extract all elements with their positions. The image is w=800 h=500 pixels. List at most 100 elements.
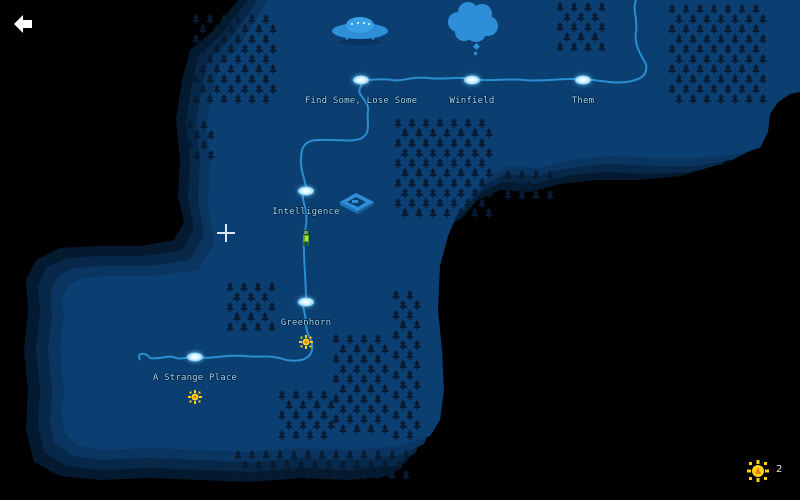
tree-icon (392, 390, 400, 400)
tree-icon (577, 12, 585, 22)
tree-icon (395, 460, 403, 470)
tree-icon (339, 404, 347, 414)
tree-icon (241, 44, 249, 54)
tree-icon (240, 322, 248, 332)
tree-icon (759, 14, 767, 24)
tree-icon (422, 158, 430, 168)
tree-icon (220, 14, 228, 24)
tree-icon (401, 128, 409, 138)
tree-icon (234, 94, 242, 104)
ufo-icon[interactable] (332, 17, 388, 45)
level-label[interactable]: A Strange Place (152, 373, 238, 383)
tree-icon (234, 74, 242, 84)
tree-icon (255, 64, 263, 74)
sun-counter: 2 (746, 459, 796, 483)
tree-icon (262, 14, 270, 24)
level-node-winfield[interactable] (464, 75, 480, 85)
level-node-greenhorn[interactable] (298, 297, 314, 307)
tree-icon (332, 394, 340, 404)
tree-icon (234, 34, 242, 44)
tree-icon (413, 340, 421, 350)
tree-icon (346, 470, 354, 480)
tree-icon (759, 54, 767, 64)
tree-icon (346, 394, 354, 404)
tree-icon (443, 148, 451, 158)
tree-icon (240, 302, 248, 312)
tree-icon (285, 420, 293, 430)
tree-icon (401, 168, 409, 178)
tree-icon (207, 150, 215, 160)
tree-icon (738, 64, 746, 74)
tree-icon (353, 424, 361, 434)
tree-icon (752, 4, 760, 14)
tree-icon (220, 54, 228, 64)
tree-icon (717, 74, 725, 84)
tree-icon (525, 180, 533, 190)
map-landmass (24, 0, 800, 482)
back-button[interactable] (14, 14, 36, 34)
tree-icon (285, 400, 293, 410)
level-label[interactable]: Winfield (449, 96, 495, 106)
tree-icon (429, 148, 437, 158)
tree-icon (511, 180, 519, 190)
tree-icon (320, 390, 328, 400)
tree-icon (283, 460, 291, 470)
tree-icon (227, 44, 235, 54)
thought-cloud-icon[interactable] (448, 2, 498, 55)
tree-icon (457, 208, 465, 218)
tree-icon (207, 130, 215, 140)
tree-icon (381, 460, 389, 470)
tree-icon (381, 364, 389, 374)
tree-icon (689, 54, 697, 64)
tree-icon (248, 470, 256, 480)
tree-icon (325, 460, 333, 470)
level-label[interactable]: Find Some, Lose Some (304, 96, 418, 106)
tree-icon (360, 470, 368, 480)
tree-icon (703, 54, 711, 64)
tree-icon (413, 360, 421, 370)
level-node-a-strange-place[interactable] (187, 352, 203, 362)
tree-icon (689, 34, 697, 44)
tree-icon (710, 4, 718, 14)
tree-icon (353, 364, 361, 374)
sun-count: 2 (776, 464, 783, 475)
tree-icon (332, 414, 340, 424)
tree-icon (485, 208, 493, 218)
tree-icon (682, 44, 690, 54)
tree-icon (401, 208, 409, 218)
tree-icon (457, 168, 465, 178)
tree-icon (731, 14, 739, 24)
tree-icon (415, 208, 423, 218)
tree-icon (471, 168, 479, 178)
tree-icon (436, 118, 444, 128)
tree-icon (381, 344, 389, 354)
level-label[interactable]: Them (571, 96, 595, 106)
tree-icon (241, 460, 249, 470)
level-node-intelligence[interactable] (298, 186, 314, 196)
tree-icon (584, 2, 592, 12)
forests (186, 2, 767, 480)
tree-icon (464, 118, 472, 128)
tree-icon (570, 2, 578, 12)
tree-icon (485, 128, 493, 138)
tree-icon (408, 198, 416, 208)
level-node-them[interactable] (575, 75, 591, 85)
tree-icon (408, 158, 416, 168)
tree-icon (206, 74, 214, 84)
sun-token-icon (188, 390, 202, 404)
tree-icon (745, 54, 753, 64)
tree-icon (200, 140, 208, 150)
tree-icon (731, 34, 739, 44)
level-node-find-some-lose-some[interactable] (353, 75, 369, 85)
tree-icon (752, 84, 760, 94)
player-character-icon[interactable] (303, 230, 309, 246)
level-label[interactable]: Intelligence (272, 207, 340, 217)
tree-icon (254, 282, 262, 292)
tree-icon (306, 390, 314, 400)
tree-icon (206, 14, 214, 24)
tree-icon (332, 470, 340, 480)
level-label[interactable]: Greenhorn (280, 318, 332, 328)
tree-icon (422, 178, 430, 188)
tree-icon (682, 24, 690, 34)
ruins-icon[interactable] (340, 193, 374, 214)
